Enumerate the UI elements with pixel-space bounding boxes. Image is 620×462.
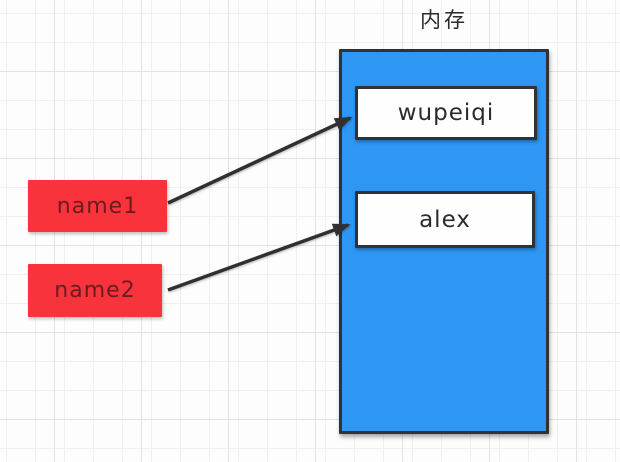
- variable-name1-label: name1: [56, 193, 139, 219]
- variable-name2-label: name2: [54, 278, 136, 303]
- variable-name2: name2: [28, 264, 162, 317]
- memory-value-alex: alex: [355, 191, 535, 248]
- variable-name1: name1: [28, 180, 167, 232]
- memory-value-wupeiqi: wupeiqi: [355, 86, 537, 140]
- arrow-name1-to-wupeiqi: [167, 116, 353, 205]
- memory-value-alex-label: alex: [419, 206, 471, 233]
- arrow-name2-to-alex: [167, 223, 351, 292]
- memory-title: 内存: [420, 8, 468, 32]
- memory-value-wupeiqi-label: wupeiqi: [397, 100, 495, 126]
